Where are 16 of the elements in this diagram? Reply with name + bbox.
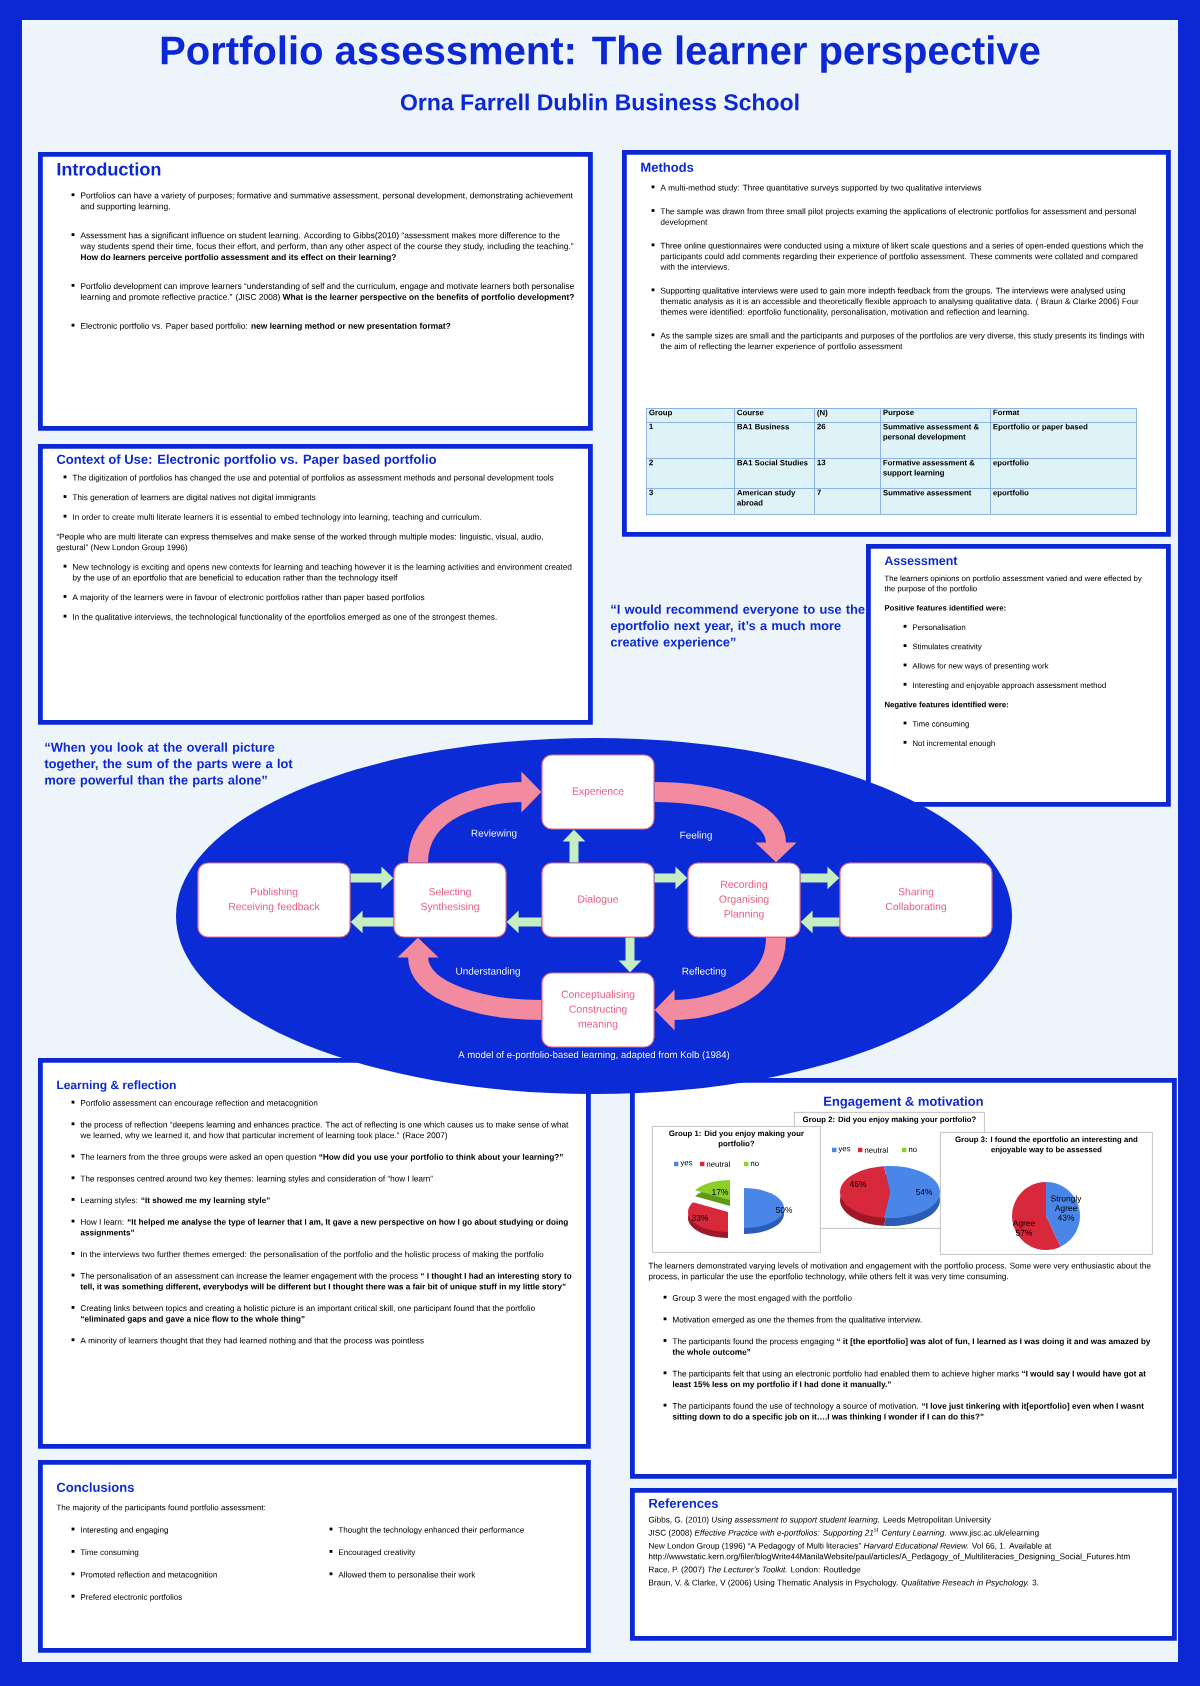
stage-box xyxy=(393,862,507,938)
stage-box xyxy=(687,862,801,938)
stage-box xyxy=(839,862,993,938)
stage-box xyxy=(541,862,655,938)
text-panel xyxy=(38,1058,591,1449)
stage-box xyxy=(197,862,351,938)
author-line: Orna Farrell Dublin Business School xyxy=(400,93,799,111)
text-panel xyxy=(38,152,593,431)
poster-title: Portfolio assessment: The learner perspective xyxy=(161,35,1040,73)
text-panel xyxy=(38,1460,591,1653)
text-panel xyxy=(630,1488,1177,1641)
text-panel xyxy=(866,544,1171,807)
stage-box xyxy=(541,754,655,830)
stage-box xyxy=(541,972,655,1048)
text-panel xyxy=(38,444,593,725)
section-heading: Introduction xyxy=(57,162,161,176)
